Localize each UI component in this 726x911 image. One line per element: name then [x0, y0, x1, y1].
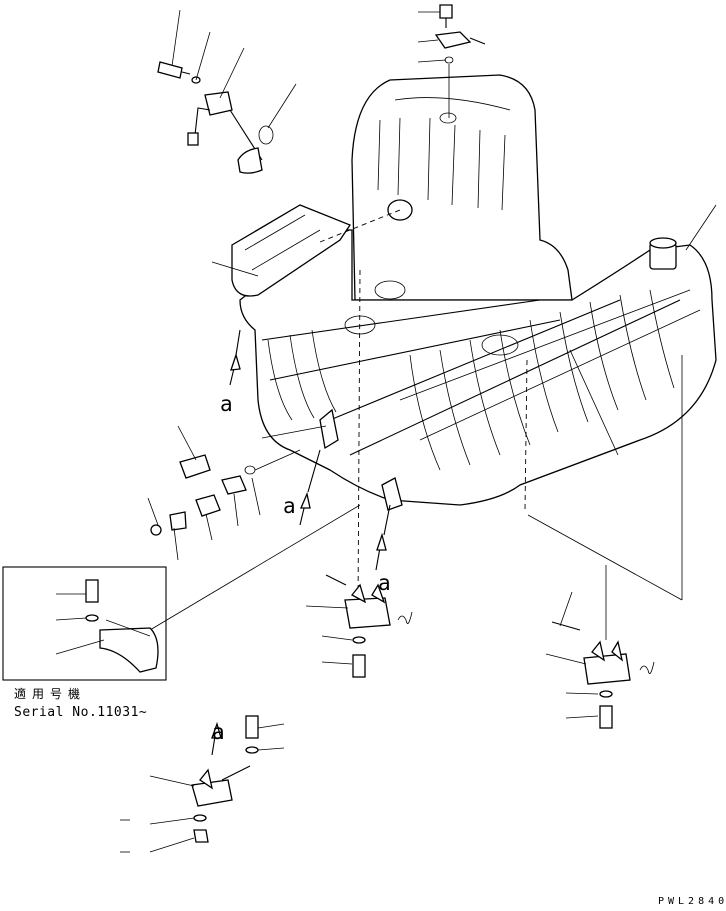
leader-lines: [55, 9, 717, 853]
mount-bottom: [191, 715, 259, 843]
applicable-serial-label: Serial No.11031~: [14, 705, 147, 720]
tank-tower: [351, 74, 573, 301]
callout-a-right: a: [378, 571, 391, 595]
tie-bolts: [235, 329, 391, 536]
vent-fitting: [434, 4, 486, 118]
sender-port: [387, 199, 413, 221]
filler-cap: [649, 237, 677, 270]
inset-box: [2, 566, 167, 681]
callout-a-center: a: [283, 494, 296, 518]
applicable-serial-label-jp: 適用号機: [14, 686, 86, 701]
drawing-number: PWL2840: [658, 896, 726, 906]
mount-right: [551, 621, 655, 729]
callout-a-bottom: a: [212, 720, 225, 744]
tank-left-block: [231, 204, 351, 297]
callout-a-left: a: [220, 392, 233, 416]
callout-arrows: [211, 352, 387, 756]
fuel-tank: [231, 74, 717, 511]
drain-valve-assembly: [150, 449, 301, 536]
fuel-level-sender: [157, 61, 274, 174]
mount-center: [325, 574, 413, 678]
